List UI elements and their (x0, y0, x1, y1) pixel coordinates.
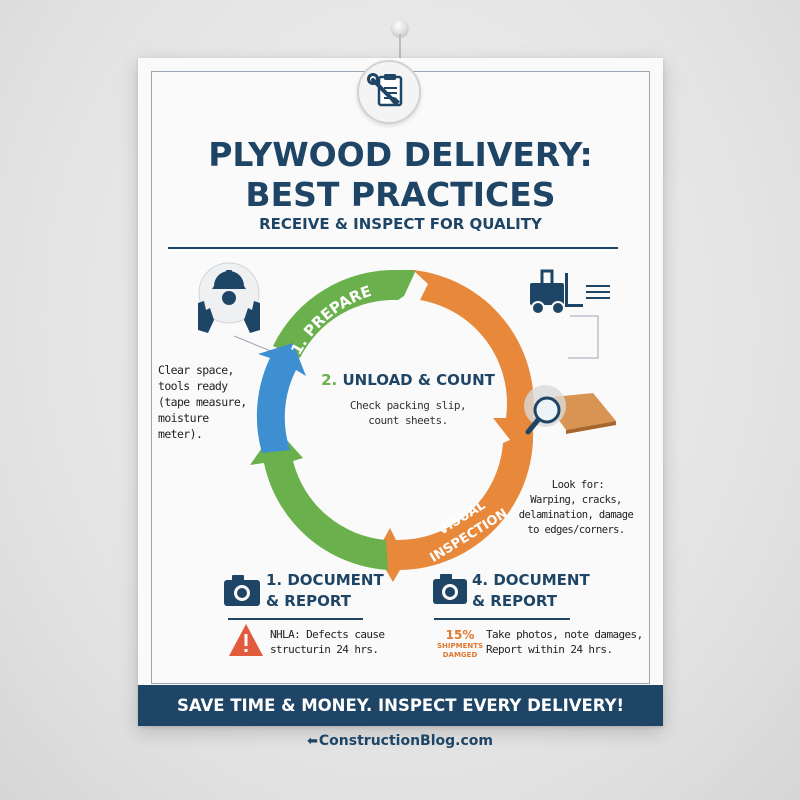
doc-left-title: 1. DOCUMENT & REPORT (266, 570, 384, 612)
connector-line-right (568, 315, 599, 359)
doc-right-title-line2: & REPORT (472, 592, 557, 610)
doc-left-divider (228, 618, 363, 620)
poster-title-line1: PLYWOOD DELIVERY: (208, 135, 593, 174)
center-desc-line2: count sheets. (368, 414, 448, 427)
push-pin (392, 20, 408, 36)
prepare-note-line: meter). (158, 427, 203, 441)
doc-left-note: NHLA: Defects cause structurin 24 hrs. (270, 627, 385, 657)
doc-right-note-line1: Take photos, note damages, (486, 628, 643, 641)
center-desc-line1: Check packing slip, (349, 399, 467, 412)
prepare-note-line: (tape measure, (158, 395, 247, 409)
clipboard-wrench-icon (367, 73, 403, 107)
source-credit: ⬅ConstructionBlog.com (0, 733, 800, 749)
doc-right-divider (434, 618, 570, 620)
prepare-note-line: Clear space, (158, 363, 234, 377)
hanging-string (399, 34, 401, 64)
subtitle-divider (168, 247, 618, 249)
center-step-description: Check packing slip, count sheets. (323, 398, 493, 428)
magnifier-plywood-icon (524, 385, 616, 435)
poster-subtitle: RECEIVE & INSPECT FOR QUALITY (259, 215, 542, 233)
inspection-note-line: delamination, damage (518, 509, 634, 521)
cycle-segment-blue (256, 343, 306, 453)
cycle-segment-prepare (273, 269, 416, 358)
inspection-note-line: to edges/corners. (527, 524, 625, 536)
center-step-number: 2. (321, 371, 338, 389)
gloves-icon (198, 301, 260, 333)
doc-left-note-line2: structurin 24 hrs. (270, 643, 379, 656)
process-cycle-diagram: 1. PREPARE VISUAL INSPECTION (198, 262, 616, 656)
camera-icon (224, 575, 260, 606)
cycle-segment-unload (413, 270, 546, 450)
center-step-label: UNLOAD & COUNT (342, 371, 495, 389)
forklift-icon (530, 269, 610, 315)
footer-banner-text: SAVE TIME & MONEY. INSPECT EVERY DELIVER… (176, 696, 625, 715)
damage-stat-label-line2: DAMGED (442, 651, 478, 659)
inspection-note-title: Look for: (551, 479, 605, 491)
inspection-note: Warping, cracks, delamination, damage to… (506, 493, 646, 538)
warning-icon (229, 624, 263, 656)
footer-banner: SAVE TIME & MONEY. INSPECT EVERY DELIVER… (138, 685, 663, 726)
doc-right-note-line2: Report within 24 hrs. (486, 643, 613, 656)
prepare-note-line: tools ready (158, 379, 228, 393)
camera-icon (433, 574, 467, 604)
doc-left-note-line1: NHLA: Defects cause (270, 628, 385, 641)
damage-stat-label-line1: SHIPMENTS (436, 642, 484, 650)
center-step-title: 2. UNLOAD & COUNT (298, 371, 518, 389)
doc-right-title-line1: 4. DOCUMENT (472, 571, 590, 589)
doc-right-note: Take photos, note damages, Report within… (486, 627, 643, 657)
prepare-note: Clear space, tools ready (tape measure, … (158, 362, 268, 442)
inspection-note-line: Warping, cracks, (530, 494, 622, 506)
source-credit-text: ConstructionBlog.com (318, 733, 493, 749)
cycle-segment-document (250, 428, 388, 570)
worker-hardhat-icon (198, 262, 260, 324)
poster-title-line2: BEST PRACTICES (245, 175, 556, 214)
infographic-poster: PLYWOOD DELIVERY: BEST PRACTICES RECEIVE… (138, 58, 663, 726)
doc-left-title-line1: 1. DOCUMENT (266, 571, 384, 589)
arrow-icon: ⬅ (307, 734, 318, 749)
doc-left-title-line2: & REPORT (266, 592, 351, 610)
header-badge (357, 60, 421, 124)
damage-stat: 15% SHIPMENTS DAMGED (434, 628, 486, 660)
prepare-note-line: moisture (158, 411, 209, 425)
cycle-segment-visual-inspection (376, 430, 534, 582)
damage-stat-value: 15% (445, 628, 475, 642)
doc-right-title: 4. DOCUMENT & REPORT (472, 570, 590, 612)
